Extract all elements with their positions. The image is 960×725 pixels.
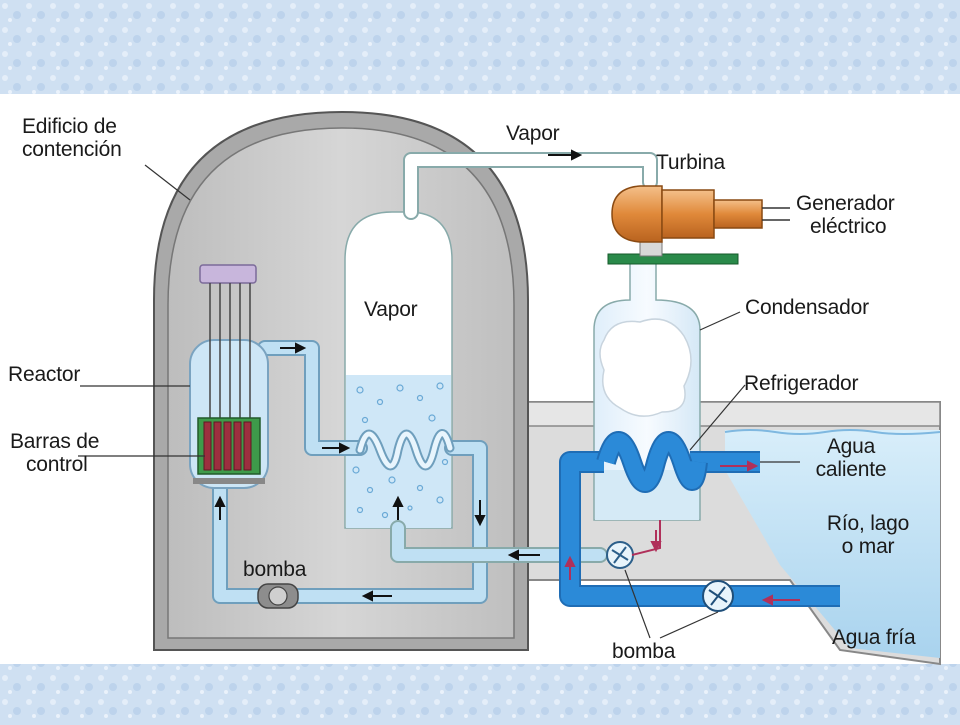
turbine-assembly (607, 185, 790, 265)
label-containment-line2: contención (22, 138, 122, 161)
label-vapor-pipe: Vapor (506, 122, 560, 145)
label-generator: Generador eléctrico (796, 192, 895, 238)
control-rod-drive (199, 264, 257, 284)
label-reactor: Reactor (8, 363, 81, 386)
label-hot-water: Agua caliente (796, 435, 906, 481)
label-generator-line2: eléctrico (810, 215, 887, 238)
label-cooler: Refrigerador (744, 372, 859, 395)
cooling-flow-arrows (564, 460, 800, 606)
label-water-body: Río, lago o mar (808, 512, 928, 558)
leader-lines (78, 164, 800, 639)
label-hot-water-line2: caliente (815, 458, 887, 481)
water-body (725, 430, 940, 658)
water-surface (724, 429, 941, 435)
flow-arrows (214, 149, 583, 602)
label-control-rods-line2: control (26, 453, 88, 476)
label-generator-line1: Generador (796, 192, 895, 215)
wall-top (524, 401, 941, 427)
control-rods (203, 421, 252, 471)
label-condenser: Condensador (745, 296, 869, 319)
label-water-body-line1: Río, lago (826, 512, 910, 535)
label-control-rods: Barras de control (10, 430, 99, 476)
cooling-pump (702, 580, 734, 612)
primary-pump (257, 583, 299, 609)
label-cold-water: Agua fría (832, 626, 916, 649)
label-control-rods-line1: Barras de (10, 430, 100, 453)
heat-exchanger-coil (355, 429, 455, 471)
label-water-body-line2: o mar (841, 535, 895, 558)
label-turbine: Turbina (656, 151, 726, 174)
reactor-base (193, 478, 265, 484)
label-containment-line1: Edificio de (22, 115, 117, 138)
label-pump-primary: bomba (243, 558, 307, 581)
steam-generator-bubbles (352, 382, 449, 519)
label-containment: Edificio de contención (22, 115, 122, 161)
label-vapor-tank: Vapor (364, 298, 418, 321)
label-pump-secondary: bomba (612, 640, 676, 663)
condenser-steam-cloud (599, 318, 692, 417)
control-rod-lines (209, 283, 251, 420)
condensate-arrow (631, 520, 661, 556)
label-hot-water-line1: Agua (826, 435, 876, 458)
secondary-pump (606, 541, 634, 569)
